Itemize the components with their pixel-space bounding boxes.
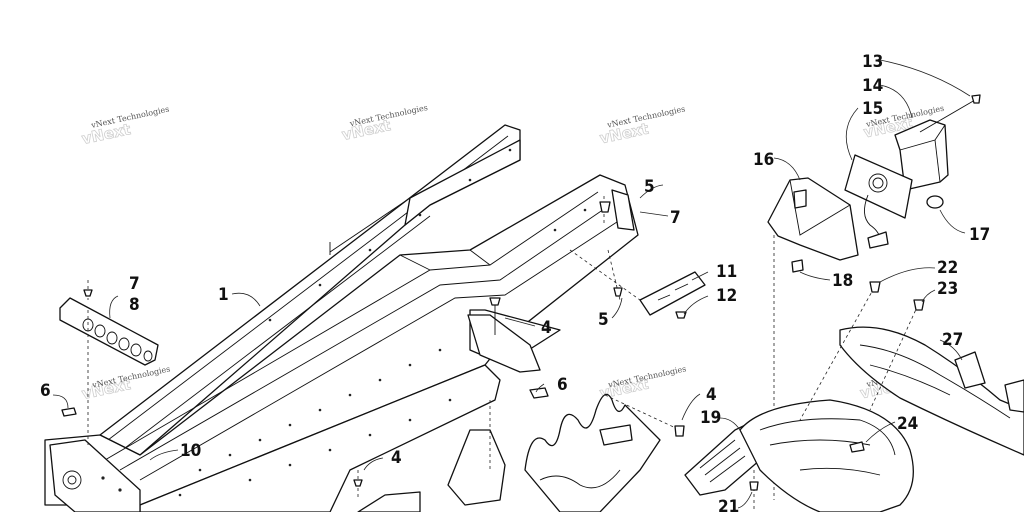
rivet-7-left (83, 280, 93, 300)
watermark-1: vNext vNext Technologies (80, 105, 170, 149)
callout-4-center: 4 (541, 318, 552, 338)
svg-text:vNext Technologies: vNext Technologies (90, 364, 171, 390)
watermark-7: vNext vNext Technologies (598, 364, 687, 403)
watermark-3: vNext vNext Technologies (598, 104, 686, 147)
reflector-part (569, 249, 706, 319)
callout-21: 21 (718, 497, 739, 512)
callout-12: 12 (716, 286, 737, 306)
leader-lines (52, 59, 971, 509)
callout-17: 17 (969, 225, 990, 245)
plate-part (447, 400, 506, 506)
callout-6-left: 6 (40, 381, 51, 401)
rear-flap-part (839, 326, 1024, 456)
callout-24: 24 (897, 414, 918, 434)
svg-text:vNext Technologies: vNext Technologies (89, 105, 170, 131)
callout-19: 19 (700, 408, 721, 428)
tunnel-part (44, 124, 639, 512)
callout-5-upper: 5 (644, 177, 655, 197)
watermark-2: vNext vNext Technologies (340, 103, 429, 144)
callout-4-right: 4 (706, 385, 717, 405)
callout-6-center: 6 (557, 375, 568, 395)
callout-5-lower: 5 (598, 310, 609, 330)
callout-11: 11 (716, 262, 737, 282)
callout-7-right: 7 (670, 208, 681, 228)
fastener-5-upper (599, 189, 635, 231)
callout-1: 1 (218, 285, 229, 305)
fastener-5-lower (607, 249, 623, 301)
callout-8: 8 (129, 295, 140, 315)
fastener-4-right (604, 394, 685, 437)
callout-16: 16 (753, 150, 774, 170)
callout-22: 22 (937, 258, 958, 278)
rear-bumper-part (684, 399, 914, 512)
heat-shield-part (59, 297, 159, 366)
callout-27: 27 (942, 330, 963, 350)
bracket-part (467, 297, 549, 399)
fastener-23 (869, 299, 925, 411)
callout-18: 18 (832, 271, 853, 291)
callout-numbers: 1 4 4 4 5 5 6 6 7 7 8 10 11 12 13 14 15 … (40, 52, 990, 512)
callout-10: 10 (180, 441, 201, 461)
callout-14: 14 (862, 76, 883, 96)
washer-6-left (61, 310, 89, 445)
snow-flap-part (524, 393, 661, 512)
fastener-21 (749, 470, 759, 512)
taillight-assembly (767, 94, 981, 500)
callout-4-bottom: 4 (391, 448, 402, 468)
fastener-22 (799, 281, 881, 421)
callout-13: 13 (862, 52, 883, 72)
callout-23: 23 (937, 279, 958, 299)
callout-15: 15 (862, 99, 883, 119)
callout-7-left: 7 (129, 274, 140, 294)
hitch-bracket-part (353, 470, 421, 512)
